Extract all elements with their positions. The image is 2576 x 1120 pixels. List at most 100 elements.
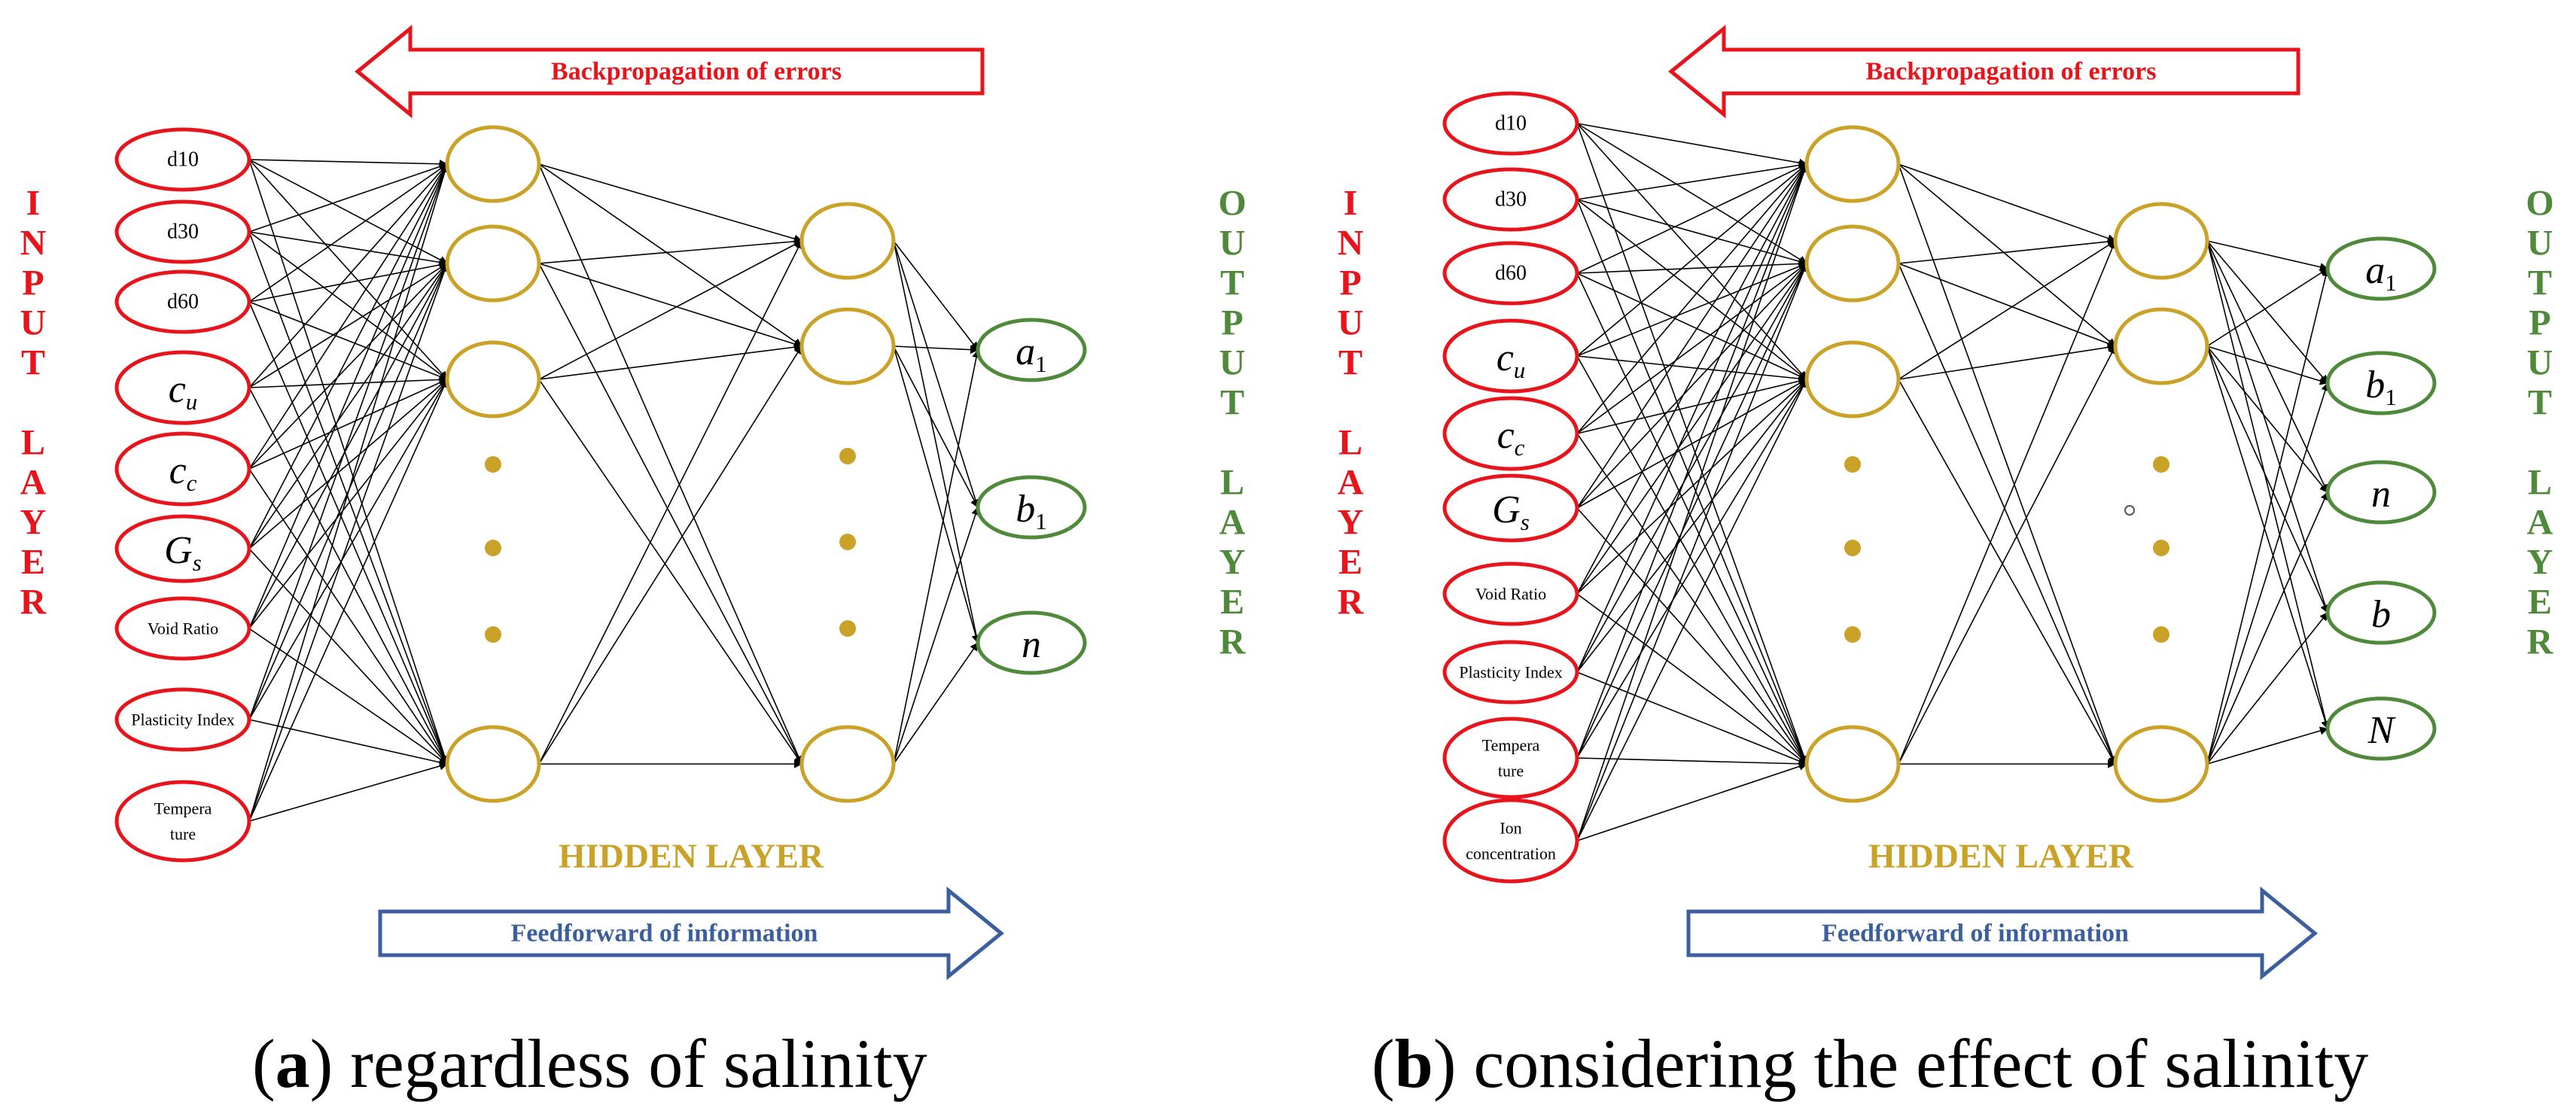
output-node-label: a1 (1015, 330, 1047, 377)
connection-line (2206, 612, 2328, 765)
connection-line (1898, 239, 2117, 765)
connection-line (1576, 272, 1808, 380)
connection-line (248, 387, 448, 765)
input-layer-letter: R (20, 583, 47, 622)
input-node-ellipse (1442, 396, 1579, 471)
input-layer-letter: L (1338, 423, 1363, 463)
hidden-node (445, 224, 541, 303)
input-node-label: concentration (1466, 845, 1556, 863)
input-node: Gs (1442, 473, 1579, 543)
connection-line (248, 163, 448, 470)
hidden-node (2113, 725, 2209, 803)
caption-a: (a) regardless of salinity (252, 1025, 927, 1102)
output-layer-letter: R (1219, 622, 1247, 662)
connection-line (1576, 757, 1808, 768)
input-node: Plasticity Index (114, 687, 251, 752)
output-node-ellipse (2325, 351, 2437, 415)
connection-line (248, 163, 449, 720)
ellipsis-dot (1844, 626, 1861, 643)
hidden-node (445, 725, 541, 803)
output-layer-letter: T (2528, 383, 2552, 423)
connection-line (248, 163, 449, 629)
input-node-label: cc (1497, 414, 1525, 461)
connection-line (2206, 268, 2328, 347)
connection-line (1576, 163, 1807, 595)
connection-line (248, 159, 449, 169)
backpropagation-arrow (1668, 24, 2300, 119)
hidden-layer-label: HIDDEN LAYER (1868, 837, 2134, 875)
connection-line (1898, 163, 2117, 765)
input-node-ellipse (114, 431, 251, 507)
input-node-ellipse (1442, 318, 1579, 394)
input-layer-letter: I (26, 184, 41, 224)
connection-lines (1576, 123, 2331, 842)
input-node-label: Void Ratio (148, 619, 218, 638)
connection-line (1576, 259, 1808, 274)
input-node-ellipse (1442, 473, 1579, 543)
output-node: N (2325, 696, 2437, 761)
input-node-ellipse (114, 596, 251, 661)
input-node-ellipse (114, 127, 251, 192)
hidden-node (799, 725, 896, 803)
input-node-ellipse (1442, 640, 1579, 705)
connection-line (538, 239, 802, 765)
connection-line (1576, 263, 1807, 509)
output-node: b (2325, 580, 2437, 645)
connection-line (1576, 593, 1807, 765)
connection-line (248, 163, 448, 549)
output-node-ellipse (976, 318, 1087, 382)
connection-line (1576, 163, 1807, 357)
output-node-label: n (2371, 473, 2391, 516)
connection-line (1576, 379, 1807, 509)
connection-line (1898, 379, 2116, 765)
input-node: d10 (1442, 91, 1579, 156)
connection-line (248, 379, 449, 470)
connection-line (538, 163, 803, 243)
ellipsis-dot (1844, 540, 1861, 556)
output-node-ellipse (2325, 460, 2437, 525)
connection-line (1576, 163, 1808, 274)
output-node-label: a1 (2365, 249, 2397, 296)
input-layer-letter: P (22, 263, 44, 303)
input-node-label: d10 (1495, 112, 1527, 135)
connection-line (2206, 345, 2330, 730)
output-node: n (2325, 460, 2437, 525)
ellipsis-dot (839, 620, 856, 637)
hidden-node (2113, 307, 2209, 385)
connection-line (1576, 272, 1807, 765)
backpropagation-arrow (355, 24, 985, 119)
output-layer-letter: U (1219, 224, 1246, 263)
connection-line (1898, 263, 2117, 348)
input-node-ellipse (1442, 562, 1579, 626)
connection-line (893, 240, 979, 351)
connection-line (2206, 240, 2331, 730)
connection-line (2206, 267, 2331, 765)
input-node-ellipse (114, 514, 251, 583)
connection-line (248, 263, 448, 388)
input-layer-letter: U (1338, 303, 1364, 343)
connection-line (2206, 240, 2329, 272)
feedforward-label: Feedforward of information (511, 920, 818, 948)
backpropagation-label: Backpropagation of errors (551, 58, 842, 86)
output-node-label: b (2371, 593, 2391, 636)
connection-line (2206, 345, 2329, 385)
input-layer-letter: T (21, 343, 45, 383)
connection-line (1576, 379, 1807, 673)
input-node-ellipse (114, 687, 251, 752)
input-node-label: Ion (1500, 819, 1521, 838)
output-layer-letter: T (2528, 263, 2552, 303)
input-node-label: d30 (1495, 188, 1527, 212)
output-node-label: N (2367, 709, 2397, 752)
connection-line (1576, 262, 1808, 357)
input-layer-letter: R (1338, 583, 1365, 622)
ellipsis-dot (2153, 456, 2170, 473)
input-node: cc (1442, 396, 1579, 471)
connection-line (2206, 382, 2330, 765)
connection-line (1576, 123, 1807, 264)
input-node-ellipse (1442, 798, 1579, 884)
connection-line (248, 159, 448, 380)
input-node-ellipse (1442, 241, 1579, 306)
hidden-node (1804, 125, 1901, 203)
connection-line (1576, 262, 1808, 842)
